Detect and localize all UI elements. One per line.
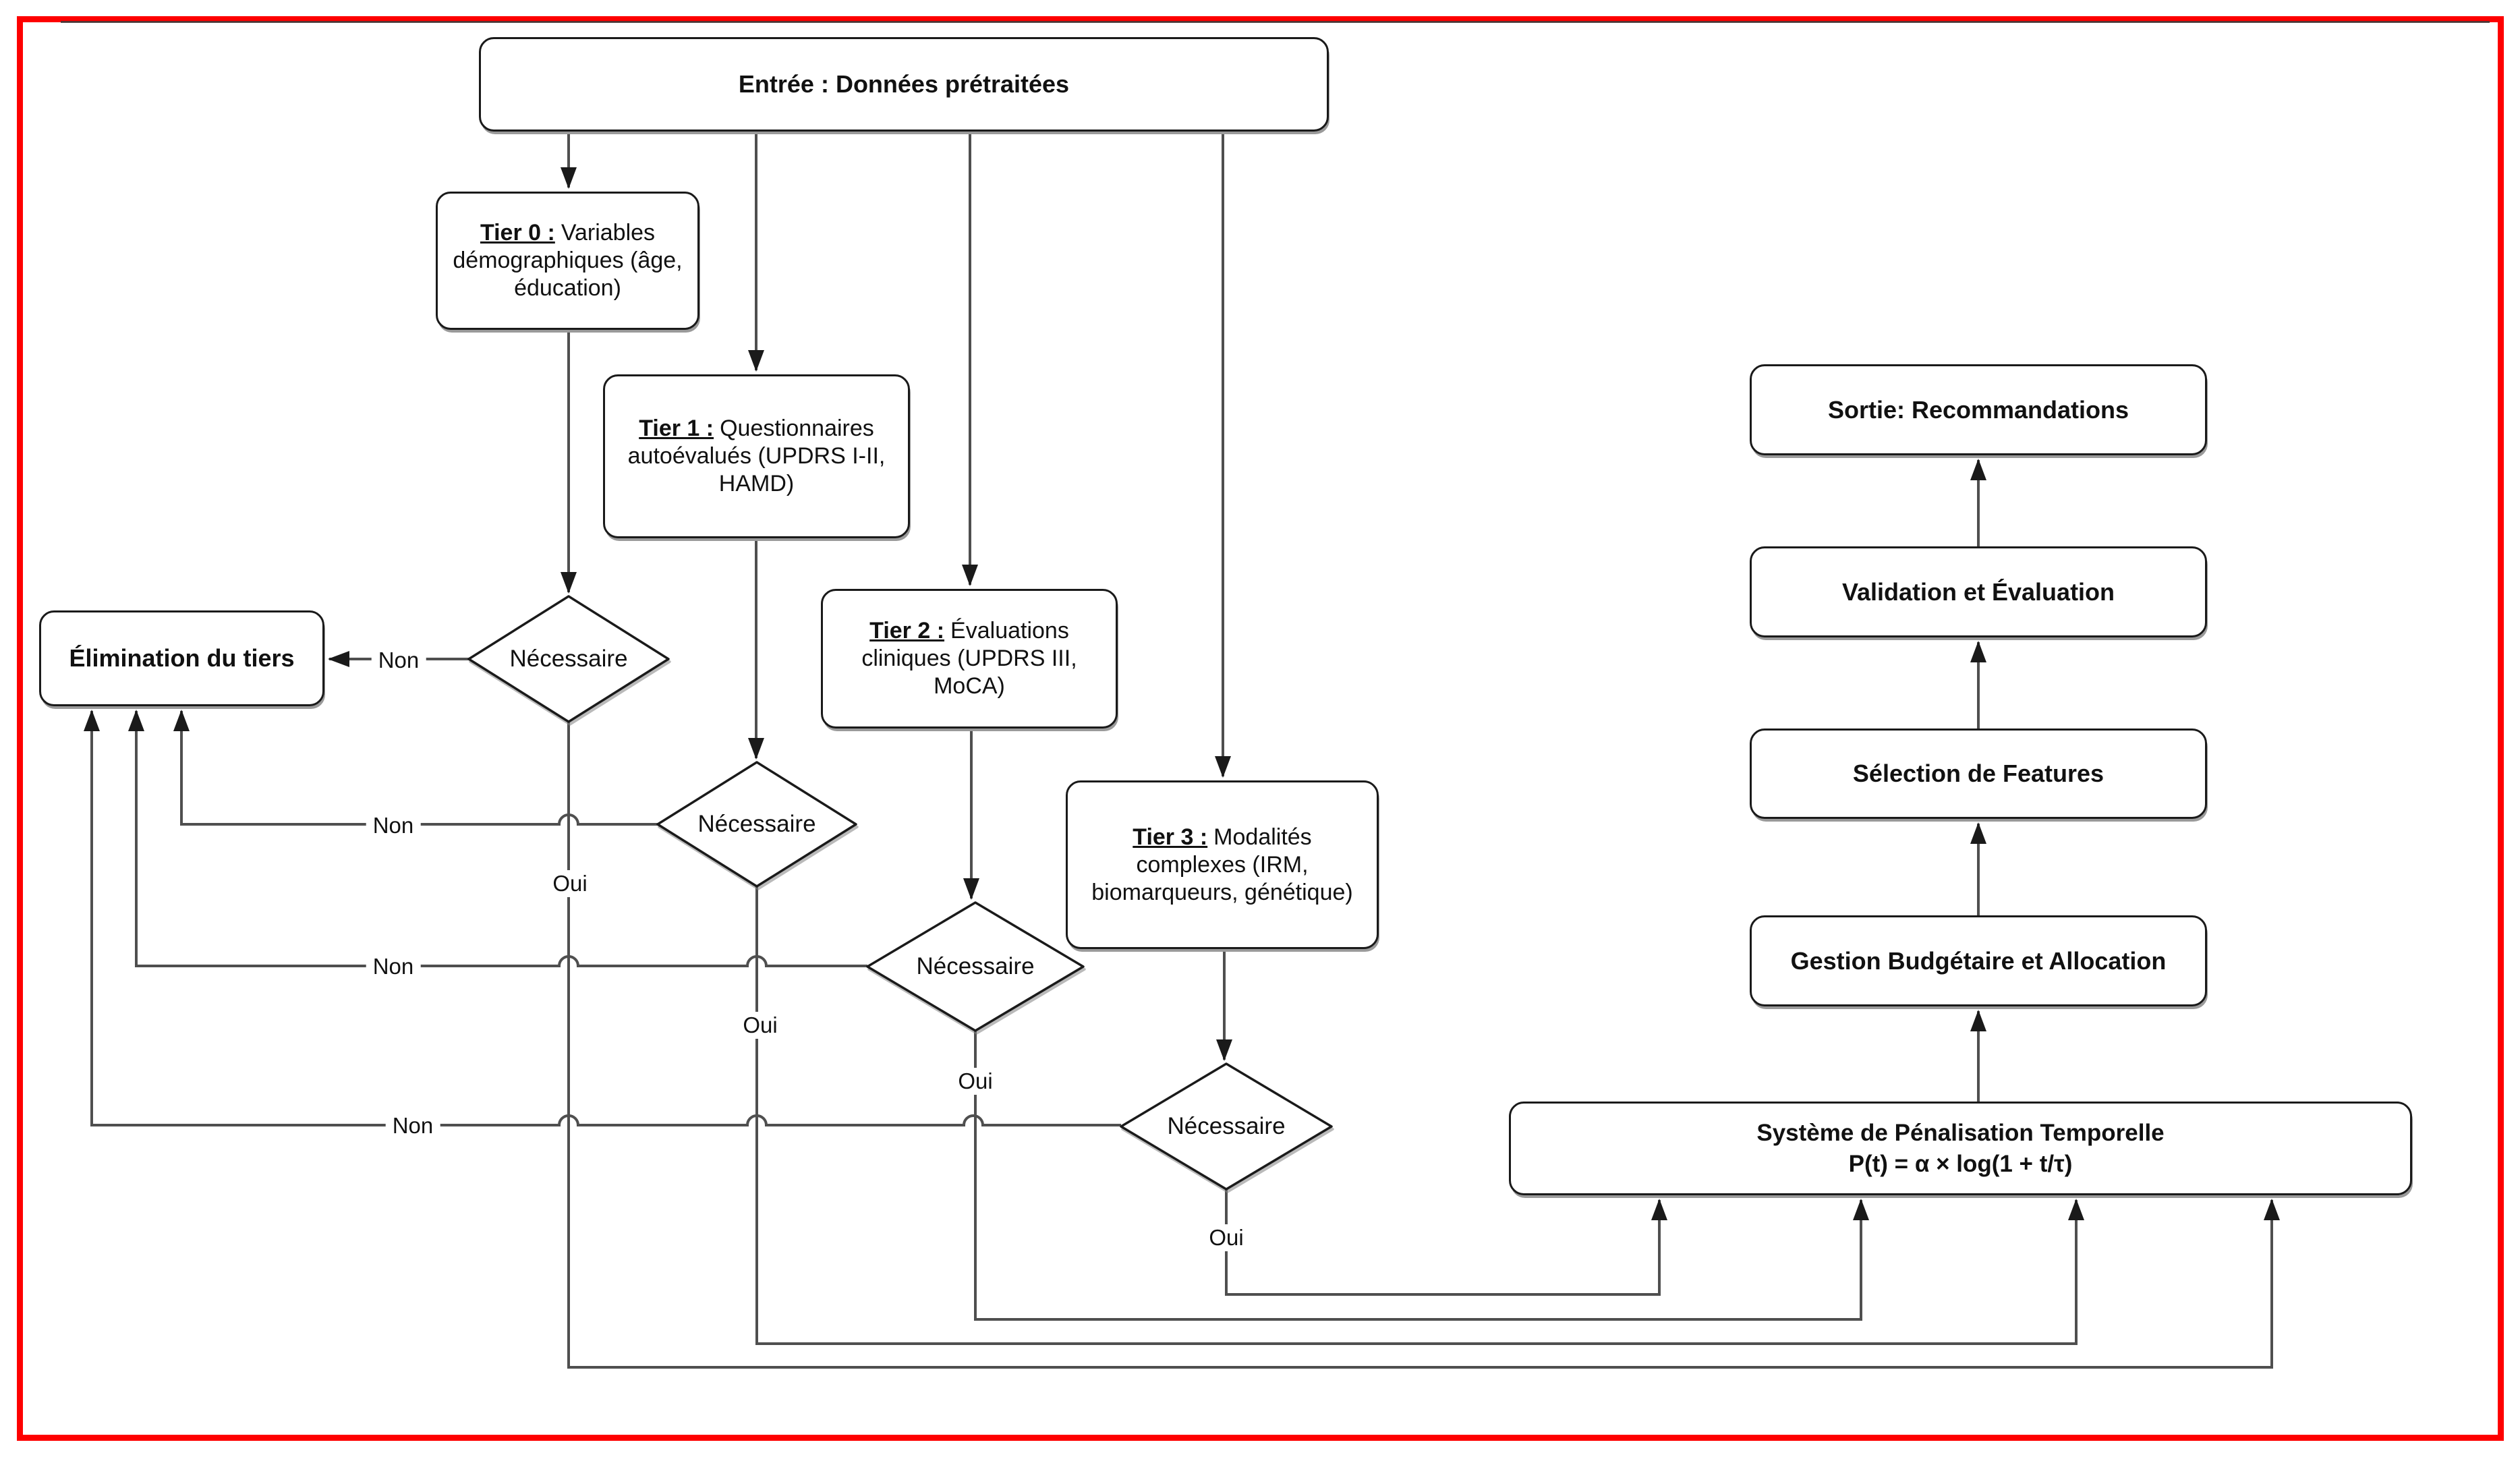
decision1-diamond — [467, 595, 670, 723]
edge-label-oui2: Oui — [736, 1012, 784, 1039]
decision1-label: Nécessaire — [509, 646, 628, 672]
edge-decision2-oui — [755, 886, 2084, 1345]
node-tier1: Tier 1 :Questionnaires autoévalués (UPDR… — [603, 374, 910, 538]
edge-decision3-oui — [974, 1031, 1869, 1321]
node-tier2: Tier 2 :Évaluations cliniques (UPDRS III… — [821, 589, 1118, 728]
node-sortie: Sortie: Recommandations — [1750, 364, 2207, 455]
edge-label-non2: Non — [366, 812, 421, 839]
node-elimination: Élimination du tiers — [39, 610, 324, 706]
node-entree: Entrée : Données prétraitées — [479, 37, 1329, 132]
edge-label-non1: Non — [371, 647, 426, 674]
node-tier0-label: Tier 0 :Variables démographiques (âge, é… — [453, 220, 683, 301]
node-selection: Sélection de Features — [1750, 728, 2207, 819]
red-border-frame — [17, 16, 2504, 1441]
decision4-diamond — [1120, 1062, 1333, 1191]
edge-label-oui4: Oui — [1202, 1224, 1251, 1251]
decision3-diamond — [866, 901, 1085, 1032]
decision4-label: Nécessaire — [1167, 1113, 1286, 1139]
node-validation-label: Validation et Évaluation — [1841, 577, 2115, 606]
node-systeme-formula: P(t) = α × log(1 + t/τ) — [1848, 1150, 2073, 1177]
edge-label-non4: Non — [385, 1112, 440, 1139]
inner-frame-line — [61, 21, 2490, 23]
node-sortie-label: Sortie: Recommandations — [1827, 395, 2129, 424]
edge-decision1-oui — [567, 722, 2280, 1369]
node-systeme: Système de Pénalisation Temporelle P(t) … — [1509, 1102, 2412, 1195]
node-gestion-label: Gestion Budgétaire et Allocation — [1790, 946, 2167, 975]
edge-label-oui3: Oui — [951, 1068, 1000, 1095]
node-gestion: Gestion Budgétaire et Allocation — [1750, 915, 2207, 1006]
node-tier3: Tier 3 :Modalités complexes (IRM, biomar… — [1066, 780, 1379, 949]
edge-decision3-non — [128, 710, 867, 967]
decision2-diamond — [656, 761, 857, 888]
edge-decision4-oui — [1225, 1189, 1667, 1296]
edge-label-non3: Non — [366, 953, 421, 980]
node-tier1-label: Tier 1 :Questionnaires autoévalués (UPDR… — [627, 416, 886, 496]
decision3-label: Nécessaire — [916, 953, 1035, 979]
node-tier0: Tier 0 :Variables démographiques (âge, é… — [436, 192, 699, 330]
node-systeme-title: Système de Pénalisation Temporelle — [1756, 1119, 2165, 1146]
edge-decision2-non — [173, 710, 658, 826]
decision2-label: Nécessaire — [697, 811, 816, 837]
node-selection-label: Sélection de Features — [1852, 760, 2104, 787]
edge-label-oui1: Oui — [546, 870, 594, 897]
node-validation: Validation et Évaluation — [1750, 546, 2207, 637]
node-elimination-label: Élimination du tiers — [69, 644, 295, 672]
node-entree-label: Entrée : Données prétraitées — [738, 70, 1070, 98]
node-tier2-label: Tier 2 :Évaluations cliniques (UPDRS III… — [861, 618, 1077, 699]
node-tier3-label: Tier 3 :Modalités complexes (IRM, biomar… — [1091, 824, 1353, 905]
